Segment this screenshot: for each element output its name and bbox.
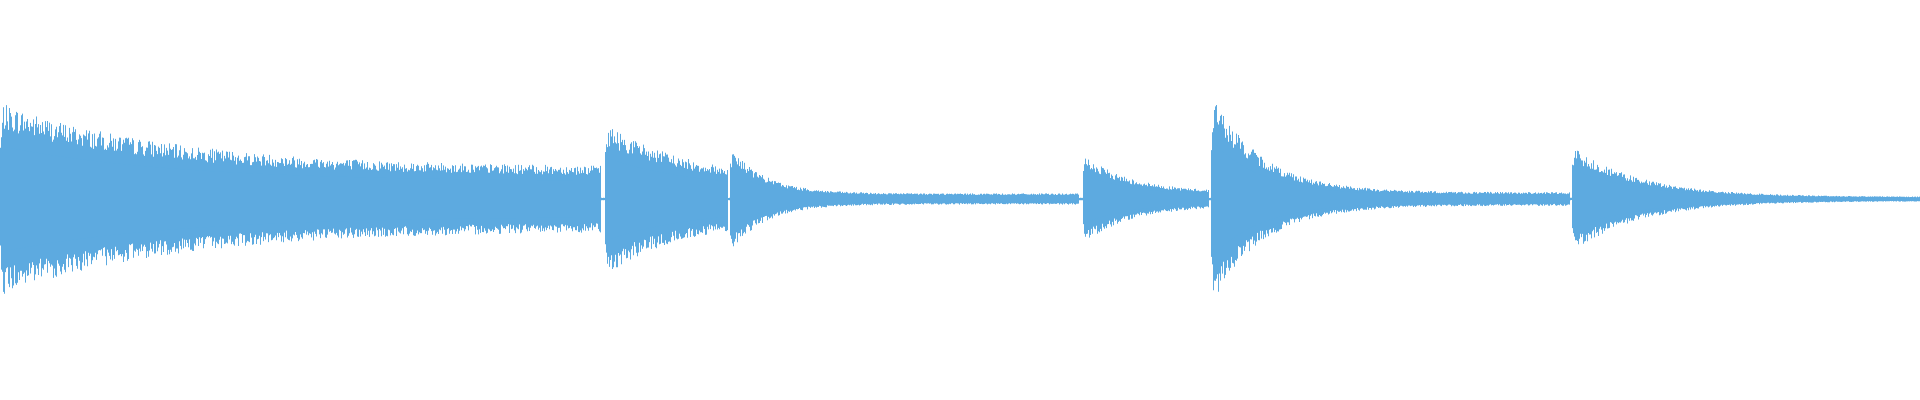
waveform-channel [0, 105, 1920, 294]
waveform-rms [0, 143, 1920, 255]
